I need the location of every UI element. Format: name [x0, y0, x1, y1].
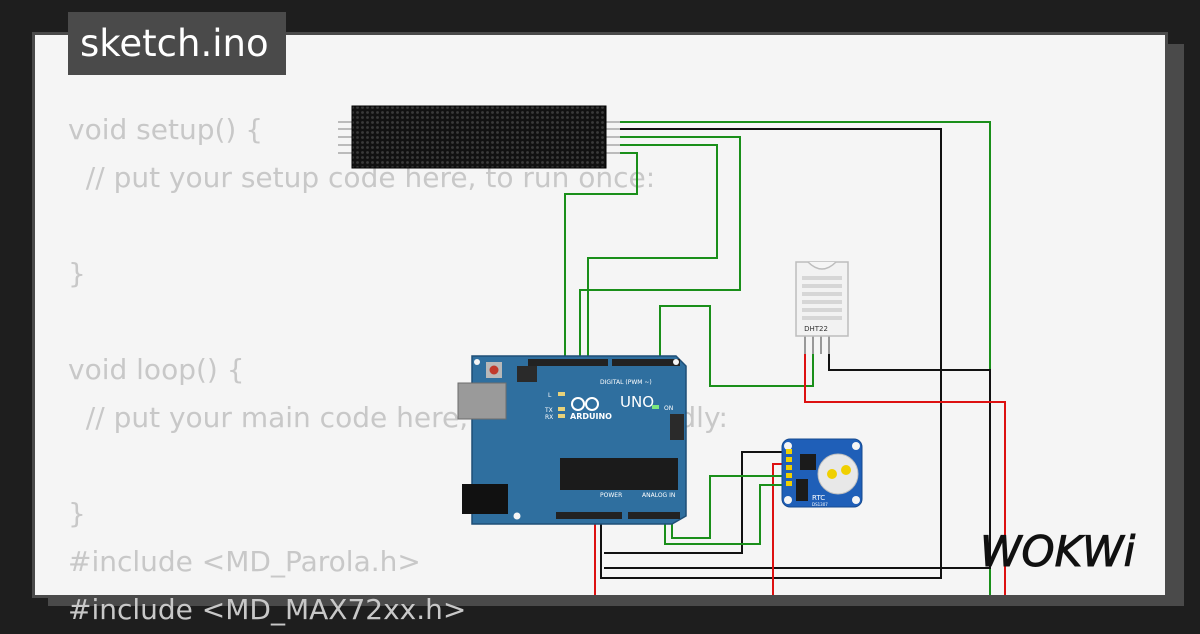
arduino-model: UNO: [620, 393, 654, 411]
code-line: void loop() {: [68, 353, 245, 386]
wire-black[interactable]: [600, 128, 942, 579]
wokwi-logo: WOKWi: [980, 527, 1137, 577]
atmega-chip: [560, 458, 678, 490]
code-line: #include <MD_MAX72xx.h>: [68, 593, 467, 626]
arduino-uno[interactable]: UNO ARDUINO DIGITAL (PWM ~) POWER ANALOG…: [457, 355, 687, 525]
power-jack: [462, 484, 508, 514]
file-title-tab[interactable]: sketch.ino: [68, 12, 286, 75]
coin-battery-icon: [817, 453, 859, 495]
dht22-sensor[interactable]: DHT22: [795, 261, 849, 354]
wire-black[interactable]: [604, 352, 991, 569]
wire-black[interactable]: [604, 451, 789, 554]
wire-green[interactable]: [671, 475, 789, 539]
wire-green[interactable]: [564, 152, 638, 362]
wire-red[interactable]: [804, 352, 1006, 595]
on-label: ON: [664, 405, 673, 412]
wokwi-logo-text: WOKWi: [980, 527, 1136, 576]
code-line: }: [68, 497, 86, 530]
led-matrix-pins: [338, 121, 620, 154]
usb-port: [457, 382, 507, 420]
wires: [564, 121, 1006, 595]
power-label: POWER: [600, 492, 622, 499]
rx-label: RX: [545, 414, 553, 421]
code-line: void setup() {: [68, 113, 264, 146]
rtc-chip-label: DS1307: [812, 502, 828, 507]
arduino-logo-icon: [571, 397, 585, 411]
tx-label: TX: [544, 407, 553, 414]
analog-label: ANALOG IN: [642, 492, 675, 499]
wire-green[interactable]: [664, 484, 789, 545]
code-line: #include <MD_Parola.h>: [68, 545, 421, 578]
wire-green[interactable]: [659, 305, 814, 387]
led-matrix[interactable]: [338, 105, 620, 169]
rtc-module[interactable]: RTC DS1307: [781, 438, 863, 508]
l-label: L: [548, 392, 552, 399]
code-line: }: [68, 257, 86, 290]
rtc-label: RTC: [812, 494, 825, 502]
wire-green[interactable]: [587, 144, 718, 362]
digital-label: DIGITAL (PWM ~): [600, 379, 652, 386]
arduino-brand: ARDUINO: [570, 412, 612, 421]
dht22-label: DHT22: [804, 325, 828, 333]
wire-green[interactable]: [579, 136, 741, 362]
